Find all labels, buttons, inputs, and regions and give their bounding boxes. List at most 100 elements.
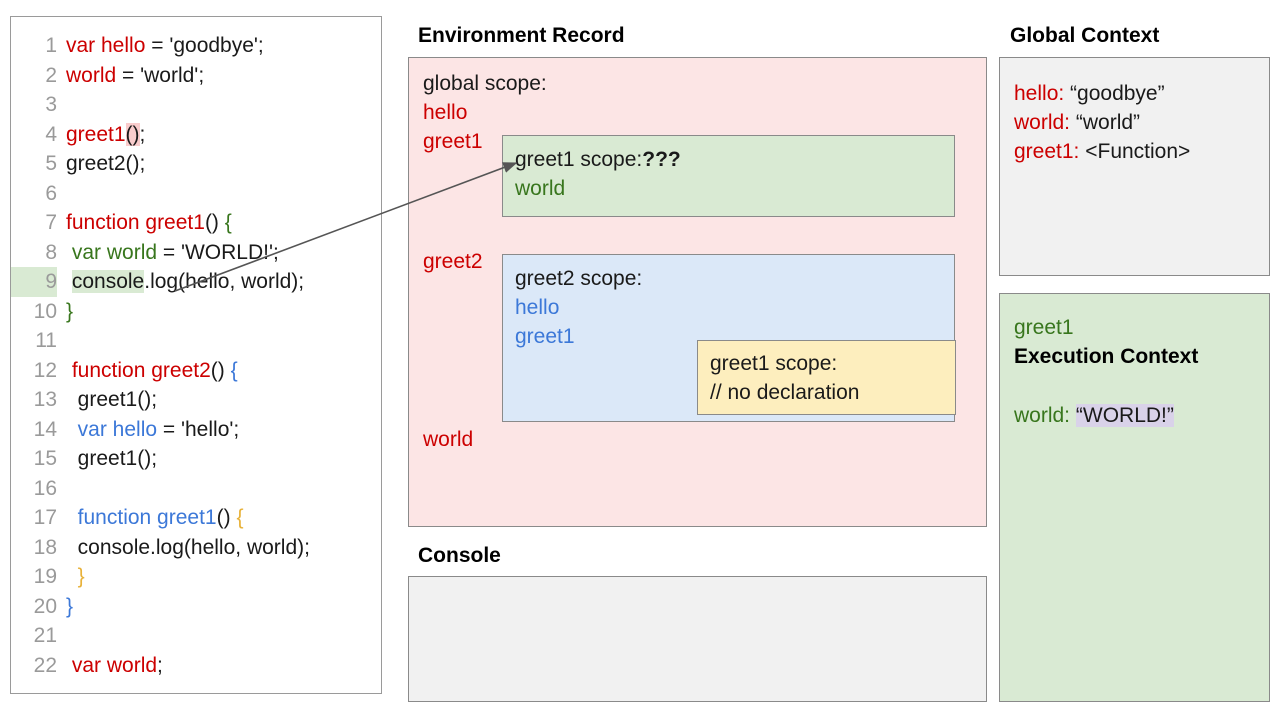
environment-record-panel: global scope: hello greet1 greet2 world … [408, 57, 987, 527]
code-token: { [230, 358, 238, 382]
code-token: { [236, 506, 244, 529]
code-token: { [224, 211, 232, 234]
code-token: } [77, 565, 85, 588]
global-context-entry-hello: hello: “goodbye” [1014, 82, 1165, 106]
greet2-scope-var-greet1: greet1 [515, 325, 575, 348]
code-token: function greet1 [77, 506, 217, 529]
code-line-text: } [57, 592, 73, 622]
code-line-number: 20 [33, 594, 57, 618]
execution-context-var-key: world: [1014, 404, 1071, 427]
code-token: } [66, 299, 74, 323]
code-line-text: console.log(hello, world); [57, 267, 304, 297]
code-line-number: 13 [33, 388, 57, 411]
code-line-number: 21 [33, 624, 57, 647]
code-token: function greet1 [66, 211, 205, 234]
code-line-text: } [57, 297, 73, 327]
greet1-inner-scope-box: greet1 scope: // no declaration [697, 340, 956, 415]
code-token: () [204, 211, 225, 234]
code-line-number: 8 [45, 240, 57, 264]
global-var-world: world [423, 428, 474, 451]
code-line-number: 22 [33, 653, 57, 677]
code-token: var hello [77, 417, 158, 441]
code-line: 13 greet1(); [11, 385, 381, 415]
environment-record-title: Environment Record [418, 24, 625, 47]
global-context-entry-greet1: greet1: <Function> [1014, 140, 1190, 164]
code-token: = 'world'; [116, 63, 205, 87]
greet1-scope-unknown-marker: ??? [642, 148, 681, 171]
code-line: 22 var world; [11, 651, 381, 681]
code-line-number: 15 [33, 447, 57, 470]
global-context-value-hello: “goodbye” [1064, 82, 1165, 105]
code-token: () [210, 358, 231, 382]
code-line-number: 4 [45, 122, 57, 146]
greet2-scope-var-hello: hello [515, 296, 560, 319]
code-line: 9 console.log(hello, world); [11, 267, 381, 297]
console-title: Console [418, 544, 501, 567]
code-line: 12 function greet2() { [11, 356, 381, 386]
code-token: console.log(hello, world); [66, 535, 310, 559]
global-context-title: Global Context [1010, 24, 1160, 47]
console-output-panel[interactable] [408, 576, 987, 702]
code-line-number: 17 [33, 506, 57, 529]
greet1-scope-header: greet1 scope: [515, 148, 643, 171]
code-token: = 'goodbye'; [145, 34, 264, 57]
execution-context-heading: Execution Context [1014, 345, 1199, 368]
code-line-number: 14 [33, 417, 57, 441]
code-line: 21 [11, 621, 381, 651]
code-token: () [216, 506, 237, 529]
code-line-number: 1 [45, 34, 57, 57]
code-line-text: greet1(); [57, 385, 157, 415]
global-scope-label: global scope: [423, 72, 547, 95]
code-line-number: 9 [11, 267, 57, 297]
code-token: var hello [66, 34, 146, 57]
code-line-number: 11 [35, 329, 57, 352]
greet1-scope-var-world: world [515, 177, 566, 200]
global-var-hello: hello [423, 101, 468, 124]
code-token: greet1(); [66, 388, 158, 411]
code-line-text: var world; [57, 651, 163, 681]
global-context-panel: hello: “goodbye” world: “world” greet1: … [999, 57, 1270, 276]
code-token: ; [157, 653, 163, 677]
global-var-greet1: greet1 [423, 130, 483, 153]
code-token: var world [71, 653, 158, 677]
code-line: 3 [11, 90, 381, 120]
greet1-inner-scope-note: // no declaration [710, 381, 860, 404]
code-line-text: } [57, 562, 85, 592]
code-token: = 'WORLD!'; [157, 240, 279, 264]
global-context-value-greet1: <Function> [1079, 140, 1191, 163]
code-token: greet2(); [66, 152, 146, 175]
code-line: 6 [11, 179, 381, 209]
code-line-number: 18 [33, 535, 57, 559]
code-line: 15 greet1(); [11, 444, 381, 474]
code-line-number: 10 [33, 299, 57, 323]
code-token: ; [139, 122, 146, 146]
code-line-number: 16 [33, 476, 57, 500]
code-token [66, 270, 72, 293]
code-token: function greet2 [71, 358, 211, 382]
code-line-number: 2 [45, 63, 57, 87]
code-line-text: world = 'world'; [57, 61, 204, 91]
execution-context-var-value: “WORLD!” [1075, 404, 1174, 427]
code-token: greet1(); [66, 447, 158, 470]
code-line-number: 3 [45, 93, 57, 116]
code-line: 20} [11, 592, 381, 622]
console-output-text [409, 577, 986, 597]
code-line: 14 var hello = 'hello'; [11, 415, 381, 445]
global-context-key-hello: hello: [1014, 82, 1065, 105]
code-token: .log(hello, world); [144, 270, 305, 293]
code-line-text: var hello = 'goodbye'; [57, 31, 264, 61]
code-line-number: 19 [33, 565, 57, 588]
code-line-number: 12 [33, 358, 57, 382]
code-line-text: console.log(hello, world); [57, 533, 310, 563]
code-line: 10} [11, 297, 381, 327]
code-line: 11 [11, 326, 381, 356]
code-token: var world [71, 240, 158, 264]
code-line-text: greet1(); [57, 120, 145, 150]
code-token: greet1 [66, 122, 126, 146]
code-line: 18 console.log(hello, world); [11, 533, 381, 563]
